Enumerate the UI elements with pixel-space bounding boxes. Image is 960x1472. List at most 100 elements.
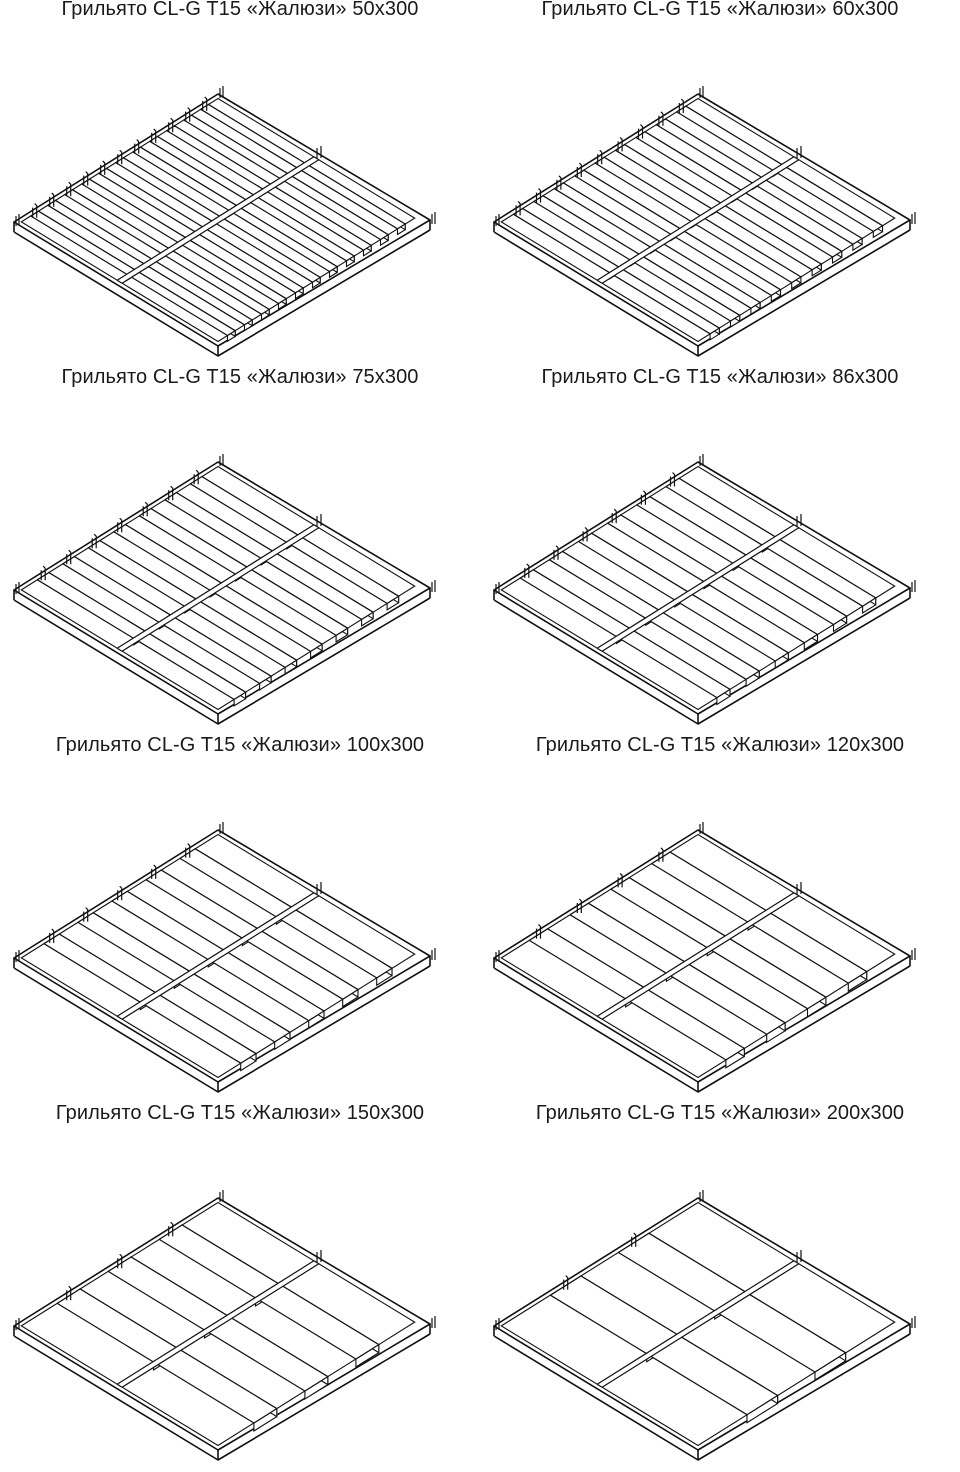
grille-title: Грильято CL-G T15 «Жалюзи» 86х300 [541, 366, 899, 388]
corner-hook-icon [219, 454, 224, 466]
corner-hook-icon [495, 1318, 500, 1330]
slat [577, 532, 689, 601]
slat [607, 514, 718, 583]
grille-panel-86x300: Грильято CL-G T15 «Жалюзи» 86х300 [480, 366, 960, 736]
frame-inner-rim [20, 465, 416, 711]
corner-hook-icon [431, 580, 436, 592]
hanger-hook-icon [617, 136, 623, 152]
hanger-hook-icon [134, 139, 140, 154]
slat [707, 575, 819, 644]
hanger-hook-icon [100, 160, 106, 175]
hanger-hook-icon [611, 508, 617, 524]
corner-hook-icon [219, 86, 224, 98]
hanger-hook-icon [640, 490, 646, 505]
hanger-hook-icon [576, 898, 582, 913]
hanger-hook-icon [563, 1275, 569, 1290]
hanger-hook-icon [168, 1221, 174, 1237]
grille-drawing [493, 454, 916, 725]
hanger-hook-icon [796, 1250, 802, 1262]
hanger-hook-icon [32, 203, 38, 218]
corner-hook-icon [495, 950, 500, 962]
hanger-hook-icon [91, 533, 97, 549]
slat [188, 601, 298, 668]
slat [765, 538, 877, 607]
grille-model [493, 454, 916, 725]
hanger-hook-icon [185, 843, 191, 858]
slat [718, 1293, 847, 1373]
slat [189, 475, 299, 543]
hanger-hook-icon [316, 1250, 322, 1262]
cross-bar [596, 1260, 800, 1388]
grille-drawing [13, 822, 436, 1093]
slat [548, 550, 660, 619]
cross-bar [596, 524, 800, 652]
corner-hook-icon [699, 454, 704, 466]
slat [213, 585, 323, 652]
slat [162, 617, 272, 684]
corner-hook-icon [431, 1316, 436, 1328]
grille-title: Грильято CL-G T15 «Жалюзи» 75х300 [61, 366, 419, 388]
grille-model [13, 822, 436, 1093]
grille-drawing [13, 454, 436, 725]
grille-title: Грильято CL-G T15 «Жалюзи» 150х300 [55, 1102, 425, 1124]
grille-title: Грильято CL-G T15 «Жалюзи» 120х300 [535, 734, 905, 756]
corner-hook-icon [219, 1190, 224, 1202]
frame-inner-rim [500, 97, 896, 343]
hanger-hook-icon [556, 175, 562, 190]
slat [665, 477, 776, 546]
corner-hook-icon [699, 1190, 704, 1202]
corner-hook-icon [15, 1318, 20, 1330]
slat [617, 1232, 746, 1312]
grille-title: Грильято CL-G T15 «Жалюзи» 100х300 [55, 734, 425, 756]
grille-panel-100x300: Грильято CL-G T15 «Жалюзи» 100х300 [0, 734, 480, 1104]
hanger-hook-icon [658, 847, 664, 862]
slat [36, 572, 146, 639]
grille-title: Грильято CL-G T15 «Жалюзи» 60х300 [541, 0, 899, 20]
grille-panel-120x300: Грильято CL-G T15 «Жалюзи» 120х300 [480, 734, 960, 1104]
corner-hook-icon [911, 580, 916, 592]
hanger-hook-icon [49, 928, 55, 943]
hanger-hook-icon [202, 96, 208, 111]
slat [678, 593, 789, 662]
grille-model [13, 1190, 436, 1461]
slat [113, 524, 223, 591]
slat [264, 553, 374, 620]
frame-inner-rim [20, 1201, 416, 1447]
corner-hook-icon [431, 212, 436, 224]
slat [164, 491, 274, 559]
slat [137, 633, 247, 700]
hanger-hook-icon [535, 188, 542, 203]
hanger-hook-icon [553, 545, 559, 560]
slat [636, 496, 747, 564]
slat [138, 507, 248, 575]
hanger-hook-icon [66, 181, 72, 197]
hanger-hook-icon [796, 882, 802, 894]
hanger-hook-icon [637, 124, 644, 139]
corner-hook-icon [699, 822, 704, 834]
grille-drawing [493, 1190, 916, 1461]
hanger-hook-icon [49, 192, 55, 207]
hanger-hook-icon [515, 200, 521, 216]
hanger-hook-icon [316, 882, 322, 894]
hanger-hook-icon [524, 563, 530, 578]
hanger-hook-icon [185, 107, 191, 122]
corner-hook-icon [911, 1316, 916, 1328]
grille-model [13, 86, 436, 357]
grille-drawing [493, 822, 916, 1093]
grille-model [493, 86, 916, 357]
hanger-hook-icon [796, 146, 802, 158]
grille-panel-200x300: Грильято CL-G T15 «Жалюзи» 200х300 [480, 1102, 960, 1472]
corner-hook-icon [911, 948, 916, 960]
slat [62, 556, 172, 623]
hanger-hook-icon [117, 1253, 123, 1269]
grille-model [493, 1190, 916, 1461]
hanger-hook-icon [151, 864, 157, 879]
hanger-hook-icon [83, 907, 89, 922]
grille-panel-150x300: Грильято CL-G T15 «Жалюзи» 150х300 [0, 1102, 480, 1472]
slat [736, 557, 848, 626]
hanger-hook-icon [658, 111, 664, 126]
slat [649, 612, 760, 680]
hanger-hook-icon [617, 872, 623, 888]
frame-inner-rim [500, 465, 896, 711]
corner-hook-icon [431, 948, 436, 960]
